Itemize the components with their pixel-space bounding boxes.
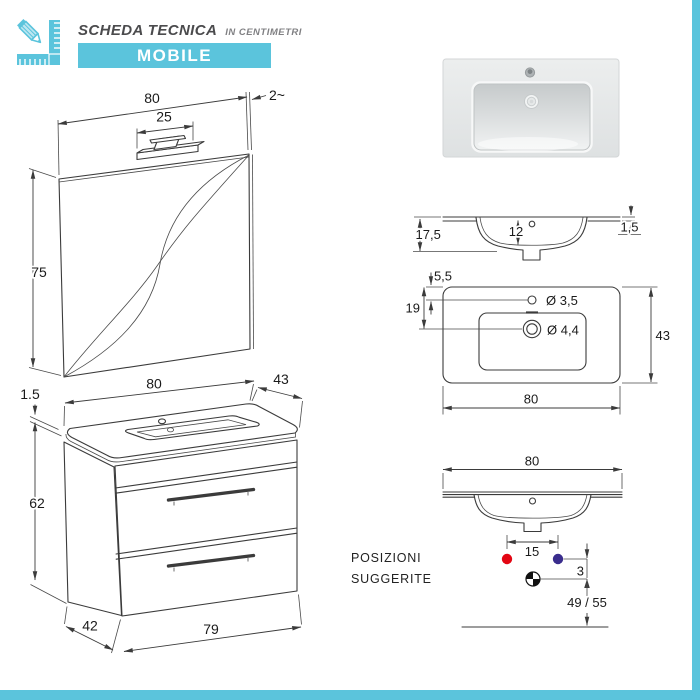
mirror-thickness-label: 2~ [269, 87, 285, 103]
positions-width-label: 80 [525, 454, 539, 469]
positions-drain-drop-label: 3 [577, 564, 584, 579]
cabinet-top-thickness-label: 1.5 [20, 386, 40, 402]
mirror-side-edge [252, 154, 254, 350]
hot-water-dot [501, 553, 513, 565]
topview-tap-offset-label: 5,5 [434, 269, 452, 284]
positions-basin-inner [477, 494, 588, 519]
ruler-pencil-icon [17, 19, 60, 65]
cabinet-basin-floor [136, 419, 247, 438]
positions-overflow-hole [528, 497, 537, 505]
mirror-dimensions [28, 91, 267, 376]
section-basin-outer [475, 216, 588, 261]
positions-drawing: 80 15 3 49 / 55 POSIZIONI SUGGERITE [351, 452, 623, 628]
cabinet-tap-hole [157, 418, 167, 425]
cabinet-height-label: 62 [29, 495, 45, 511]
topview-drain-offset-label: 19 [406, 301, 420, 316]
basin-section-drawing: 17,5 12 1,5 [413, 205, 641, 261]
drawer-handle [166, 487, 256, 506]
cabinet-drawing: 80 43 1.5 62 42 79 [19, 369, 303, 654]
mirror-wave-decor [63, 154, 250, 378]
basin-topview-drawing: 5,5 19 Ø 3,5 Ø 4,4 43 80 [404, 267, 672, 415]
positions-drain-height-label: 49 / 55 [567, 595, 607, 610]
section-banner: MOBILE [78, 43, 271, 68]
section-basin-inner [479, 217, 584, 246]
topview-outline [442, 286, 621, 384]
topview-drain-hole [522, 319, 542, 339]
section-basin-depth-label: 12 [509, 224, 523, 239]
topview-width-label: 80 [524, 392, 538, 407]
sink-photo-drain [524, 94, 539, 109]
cabinet-width-label: 80 [146, 376, 162, 392]
positions-tap-spacing-label: 15 [525, 544, 539, 559]
cabinet-drawer-gaps [114, 461, 298, 560]
header-title-row: SCHEDA TECNICA IN CENTIMETRI [78, 22, 302, 40]
positions-basin-outer [473, 494, 592, 533]
positions-dimensions-top [442, 467, 623, 489]
mirror-lamp [136, 134, 205, 161]
topview-tap-hole-label: Ø 3,5 [546, 293, 578, 308]
mirror-lamp-width-label: 25 [156, 109, 172, 125]
mirror-glass [58, 153, 251, 378]
mirror-height-label: 75 [31, 264, 47, 280]
mirror-width-label: 80 [144, 90, 160, 106]
ruler-icon [17, 20, 60, 65]
topview-depth-label: 43 [656, 328, 670, 343]
countertop-edge-line [65, 432, 296, 463]
cabinet-bottom-depth-label: 42 [82, 618, 98, 634]
cabinet-basin-opening [124, 415, 260, 441]
cabinet-drain-hole [166, 427, 174, 433]
cabinet-depth-label: 43 [273, 371, 289, 387]
mirror-top-edge [58, 156, 250, 183]
page-title: SCHEDA TECNICA [78, 22, 218, 39]
cold-water-dot [552, 553, 564, 565]
cabinet-side-panel [63, 441, 123, 617]
pencil-icon [17, 19, 42, 44]
topview-drain-hole-label: Ø 4,4 [547, 323, 579, 338]
right-border-strip [692, 0, 700, 700]
drawer-handle [166, 553, 256, 572]
bottom-border-strip [0, 690, 700, 700]
drain-symbol [525, 571, 541, 587]
positions-tap-spacing-dim [506, 535, 559, 549]
topview-dimensions [419, 272, 658, 415]
mirror-wave-decor [63, 154, 250, 378]
cabinet-dimensions [29, 379, 303, 654]
cabinet-front-face [114, 439, 298, 617]
positions-dimensions-right [461, 543, 609, 628]
section-tap-hole [528, 220, 536, 228]
sink-photo [442, 58, 620, 158]
section-edge-thickness-label: 1,5 [620, 220, 638, 235]
positions-caption-line1: POSIZIONI [351, 551, 421, 565]
positions-caption-line2: SUGGERITE [351, 572, 432, 586]
mirror-drawing: 80 25 2~ 75 [28, 85, 287, 378]
cabinet-bottom-width-label: 79 [203, 621, 219, 637]
section-dimensions [413, 205, 641, 252]
page-subtitle: IN CENTIMETRI [225, 27, 302, 38]
section-total-depth-label: 17,5 [416, 227, 441, 242]
